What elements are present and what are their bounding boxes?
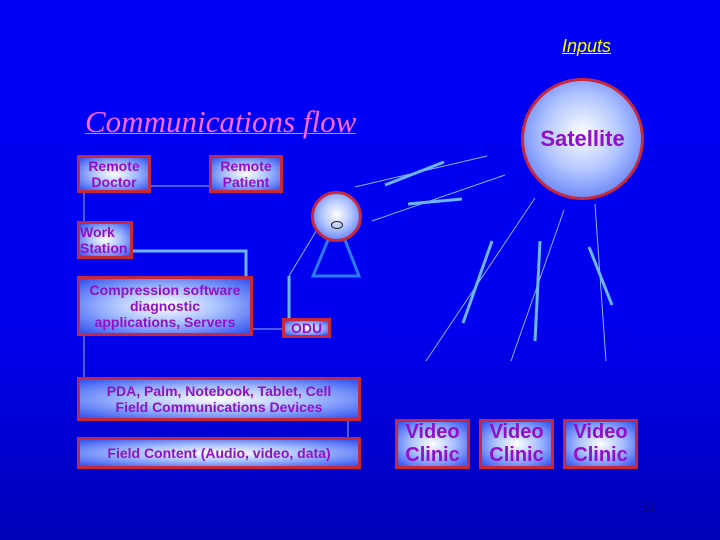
video-clinic-node: Video Clinic xyxy=(395,419,470,469)
video-clinic-node: Video Clinic xyxy=(479,419,554,469)
satellite-label: Satellite xyxy=(540,126,625,151)
page-title: Communications flow xyxy=(85,104,357,139)
satellite-node: Satellite xyxy=(521,78,644,200)
slide-number: 62 xyxy=(642,500,656,514)
pda-node: PDA, Palm, Notebook, Tablet, Cell Field … xyxy=(77,377,361,421)
remote-doctor-node: Remote Doctor xyxy=(77,155,151,193)
video-clinic-node: Video Clinic xyxy=(563,419,638,469)
work-station-node: Work Station xyxy=(77,221,133,259)
field-content-node: Field Content (Audio, video, data) xyxy=(77,437,361,469)
inputs-link[interactable]: Inputs xyxy=(562,36,612,56)
dish-stand xyxy=(310,238,362,278)
odu-node: ODU xyxy=(282,318,331,338)
remote-patient-node: Remote Patient xyxy=(209,155,283,193)
dish-eye-icon xyxy=(330,220,343,229)
compression-node: Compression software diagnostic applicat… xyxy=(77,276,253,336)
satellite-dish-icon xyxy=(311,191,362,242)
